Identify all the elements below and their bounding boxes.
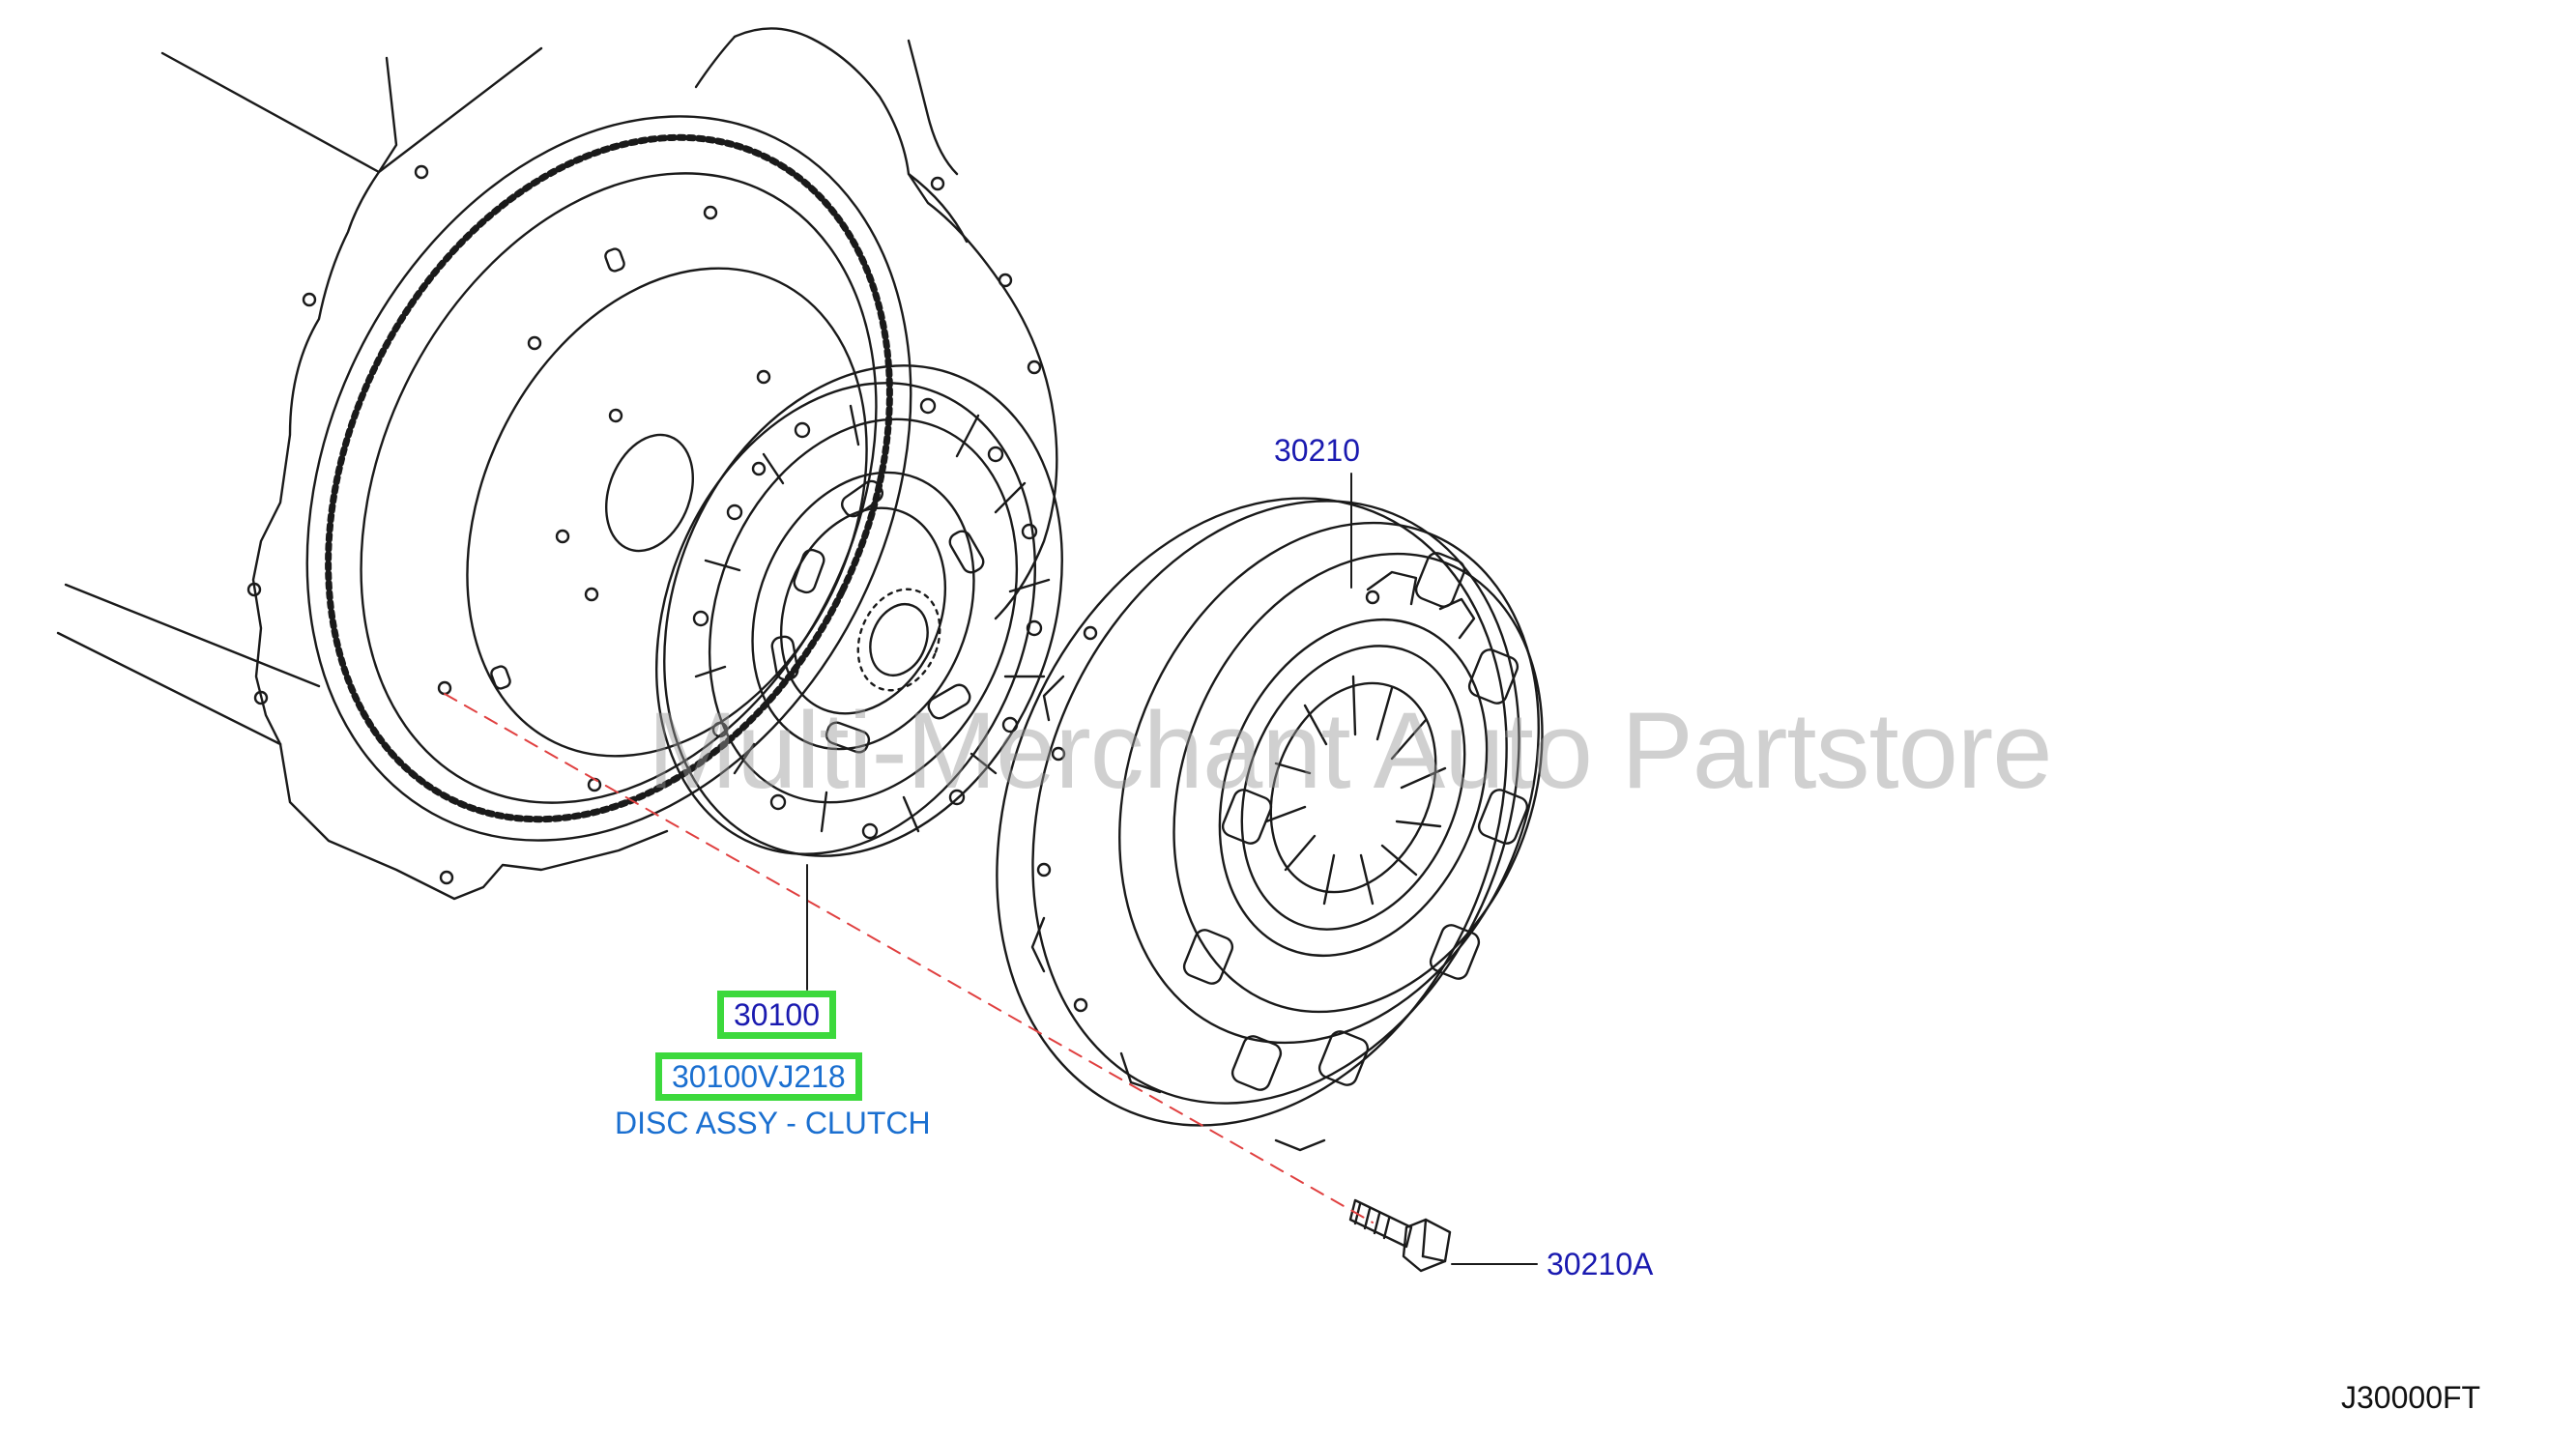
- watermark: Multi-Merchant Auto Partstore: [648, 690, 2052, 811]
- cover-bolt-pads: [1182, 552, 1529, 1091]
- flywheel: [305, 115, 912, 842]
- damper-springs: [770, 479, 985, 754]
- callout-30100[interactable]: 30100: [717, 991, 836, 1039]
- diagram-reference-code: J30000FT: [2341, 1380, 2481, 1415]
- pressure-plate: [996, 497, 1544, 1152]
- callout-30210a[interactable]: 30210A: [1547, 1247, 1654, 1281]
- callout-30100vj218[interactable]: 30100VJ218: [655, 1052, 862, 1101]
- transmission-housing: [56, 27, 1058, 901]
- friction-segments: [692, 397, 1051, 840]
- leader-lines: [806, 473, 1538, 1265]
- cover-flange-tabs: [1030, 570, 1476, 1152]
- callout-30210[interactable]: 30210: [1274, 433, 1360, 468]
- clutch-disc: [655, 364, 1063, 857]
- diaphragm-fingers: [1264, 675, 1447, 906]
- assembly-axis-line: [444, 693, 1374, 1223]
- disc-assy-description: DISC ASSY - CLUTCH: [615, 1106, 931, 1140]
- cover-bolt: [1348, 1198, 1452, 1273]
